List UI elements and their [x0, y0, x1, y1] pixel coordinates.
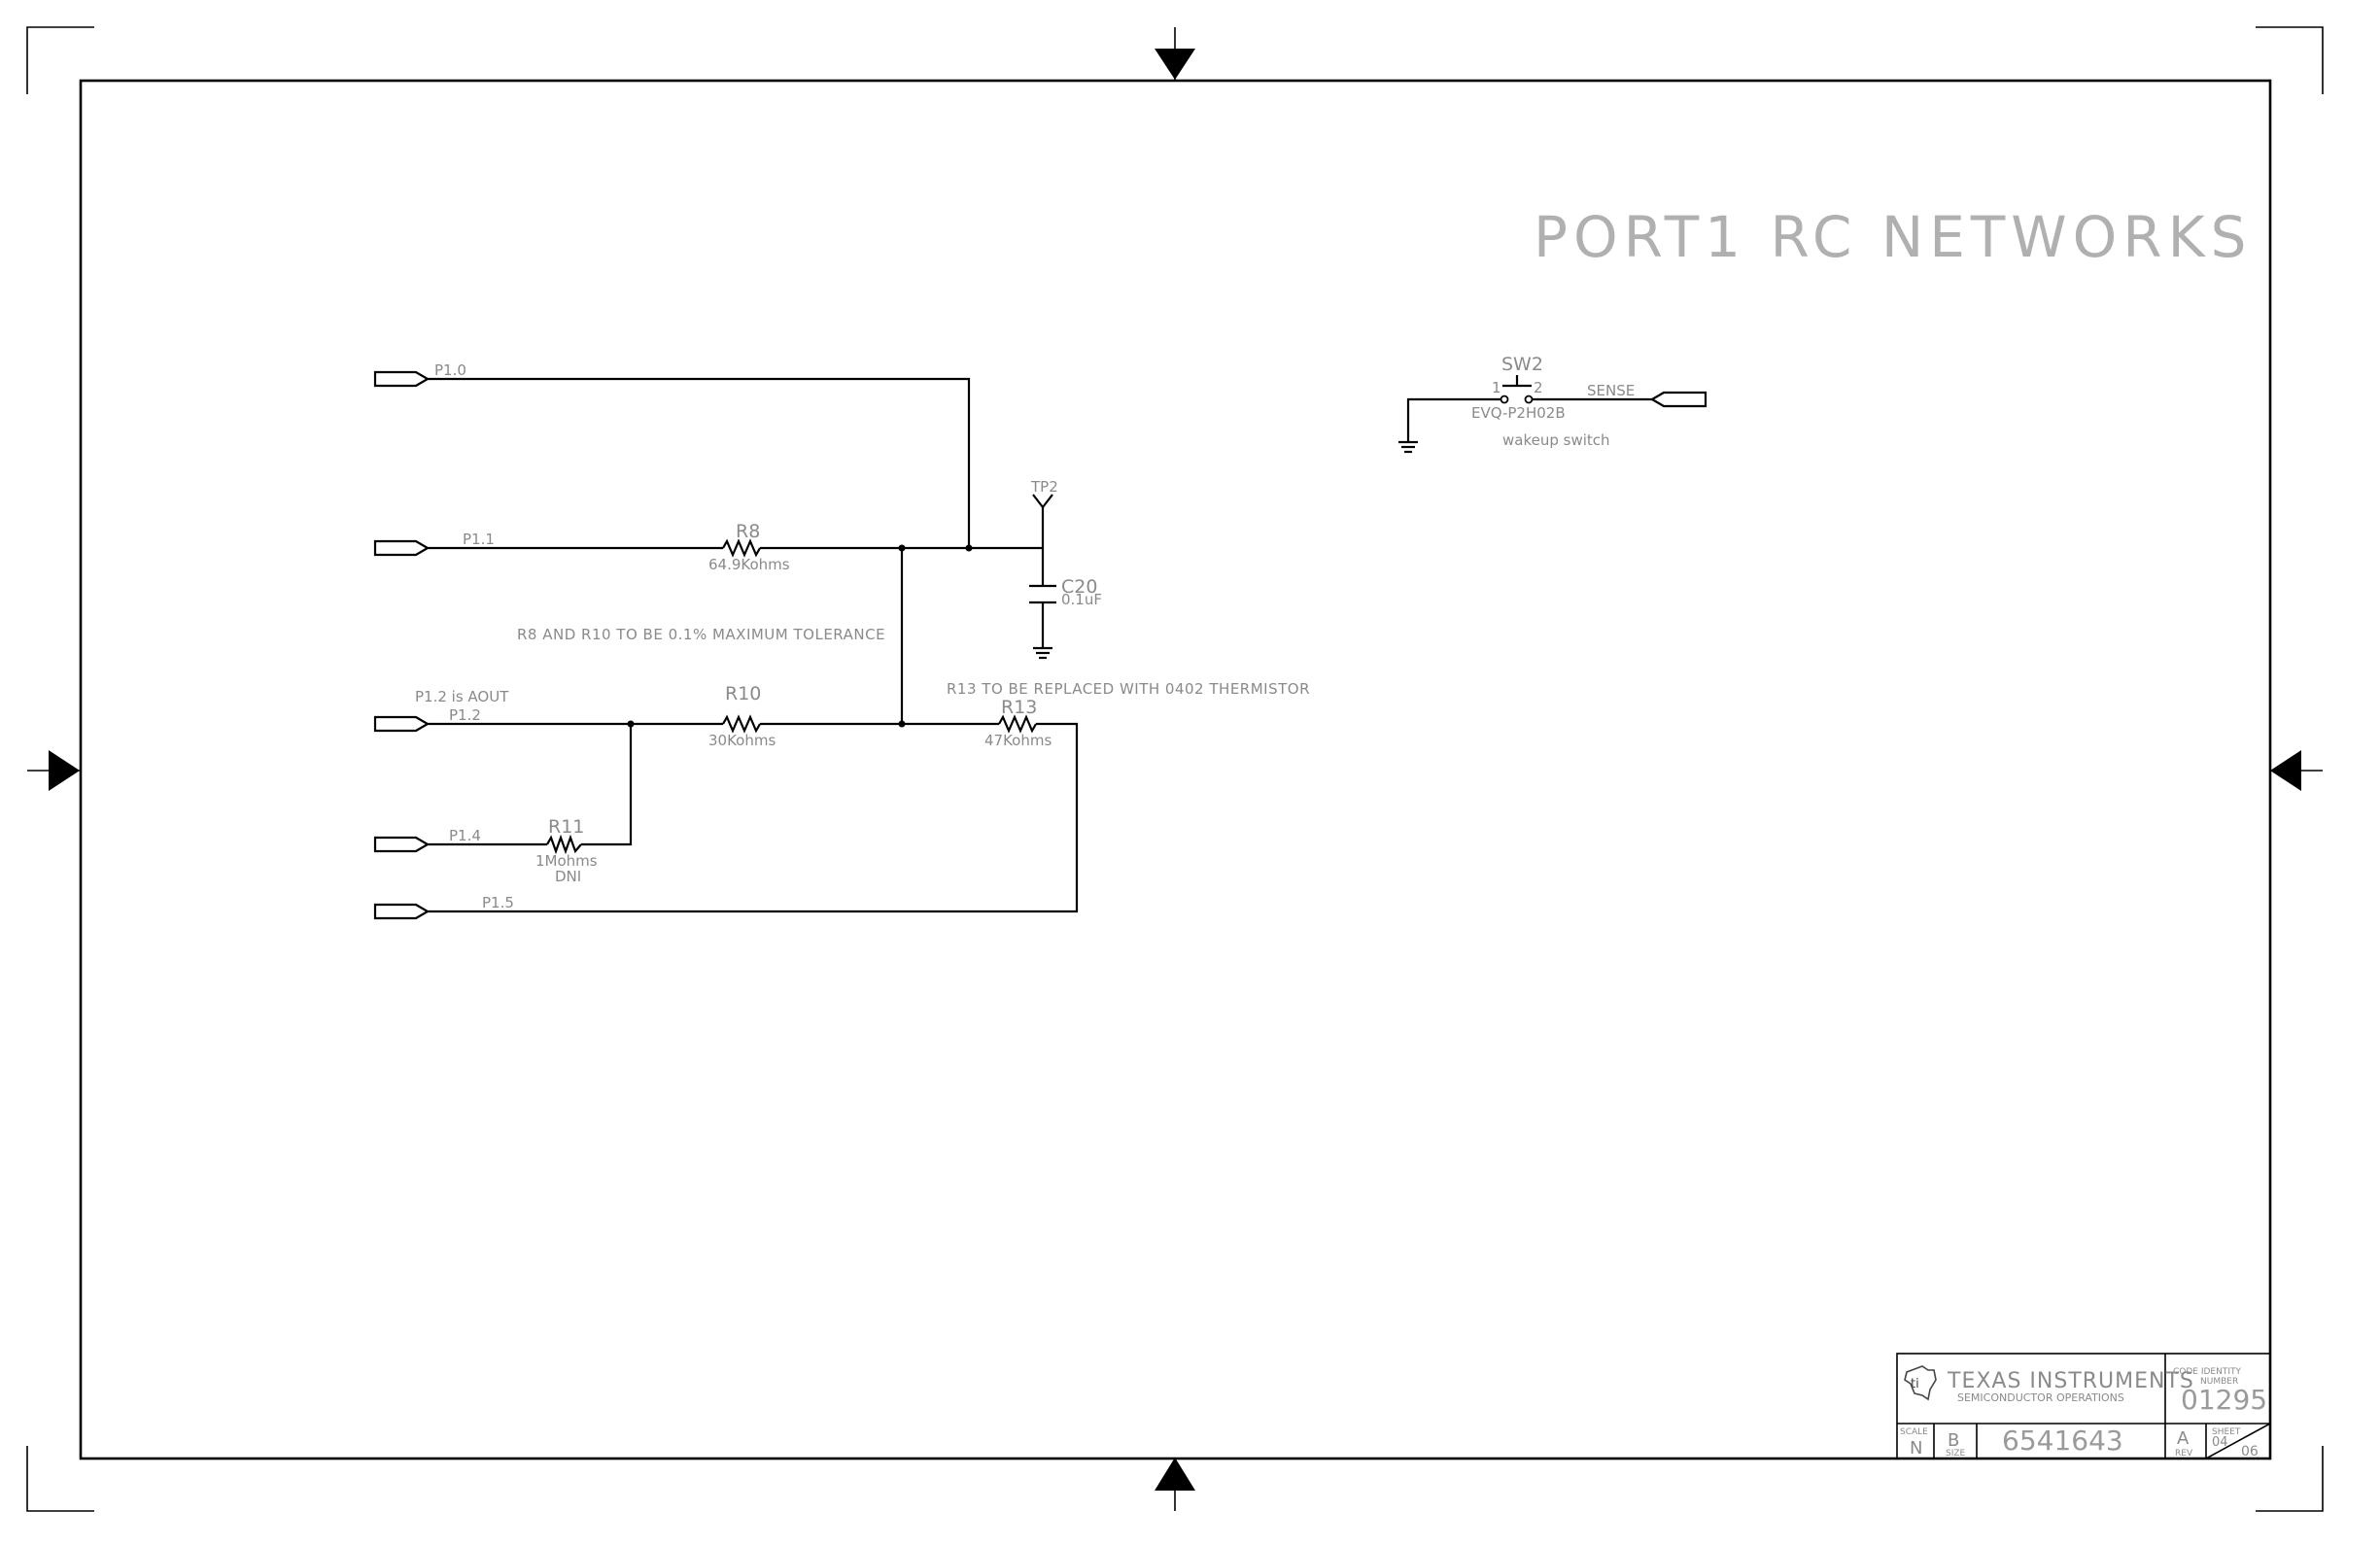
- switch-sw2: SW2 1 2 EVQ-P2H02B wakeup switch: [1398, 354, 1610, 454]
- crop-marks: [26, 26, 2324, 1512]
- port-label-p12: P1.2: [449, 706, 481, 724]
- tb-drawing-number: 6541643: [2002, 1425, 2123, 1457]
- port-connectors: [373, 370, 1707, 920]
- port-label-p10: P1.0: [434, 361, 466, 379]
- sw2-desc: wakeup switch: [1502, 431, 1610, 449]
- r13-value: 47Kohms: [984, 732, 1052, 749]
- port-p15-connector-icon: [373, 903, 431, 920]
- resistor-r10: R10 30Kohms: [708, 683, 776, 749]
- wires: [428, 377, 1652, 913]
- port-label-sense: SENSE: [1587, 382, 1635, 399]
- ti-logo-icon: ti: [1904, 1365, 1937, 1401]
- note-tolerance: R8 AND R10 TO BE 0.1% MAXIMUM TOLERANCE: [517, 626, 885, 643]
- r11-extra: DNI: [555, 868, 581, 885]
- resistor-icon: [546, 834, 582, 855]
- right-center-arrow-icon: [2270, 750, 2301, 791]
- sw2-ref: SW2: [1501, 354, 1543, 375]
- port-p11-connector-icon: [373, 539, 431, 557]
- resistor-r11: R11 1Mohms DNI: [535, 816, 598, 885]
- tb-scale-value: N: [1910, 1438, 1922, 1459]
- tb-code-identity-label: CODE IDENTITY: [2173, 1367, 2241, 1377]
- r8-ref: R8: [736, 521, 760, 542]
- tp2-ref: TP2: [1030, 478, 1058, 496]
- capacitor-c20: C20 0.1uF: [1029, 576, 1102, 660]
- svg-text:ti: ti: [1911, 1377, 1919, 1391]
- r10-ref: R10: [725, 683, 761, 704]
- drawing-border: [79, 79, 2272, 1460]
- c20-value: 0.1uF: [1061, 591, 1102, 608]
- junction-dot: [898, 720, 906, 728]
- testpoint-icon: [1032, 494, 1053, 509]
- port-label-p15: P1.5: [482, 894, 514, 911]
- r13-ref: R13: [1001, 697, 1037, 718]
- tb-number-label: NUMBER: [2200, 1377, 2238, 1387]
- junction-dots: [627, 544, 973, 728]
- resistor-r13: R13 47Kohms: [984, 697, 1052, 749]
- port-label-p14: P1.4: [449, 827, 481, 844]
- r11-value: 1Mohms: [535, 852, 598, 870]
- resistor-icon: [722, 538, 761, 558]
- tb-rev-value: A: [2177, 1428, 2190, 1449]
- port-label-p11: P1.1: [463, 531, 495, 548]
- port-p10-connector-icon: [373, 370, 431, 388]
- centering-arrows: [27, 27, 2323, 1511]
- left-center-arrow-icon: [49, 750, 80, 791]
- tb-scale-label: SCALE: [1900, 1427, 1928, 1437]
- port-p14-connector-icon: [373, 836, 431, 853]
- port-p12-connector-icon: [373, 715, 431, 733]
- top-center-arrow-icon: [1155, 49, 1195, 80]
- r11-ref: R11: [548, 816, 584, 838]
- junction-dot: [898, 544, 906, 552]
- c20-ref: C20: [1061, 576, 1097, 598]
- port-note-p12: P1.2 is AOUT: [415, 688, 509, 705]
- port-sense-connector-icon: [1649, 391, 1707, 408]
- junction-dot: [627, 720, 635, 728]
- tb-sheet-number: 04: [2212, 1435, 2228, 1450]
- tb-sheet-total: 06: [2241, 1444, 2259, 1459]
- resistor-icon: [998, 714, 1037, 734]
- testpoint-tp2: TP2: [1030, 478, 1058, 509]
- r10-value: 30Kohms: [708, 732, 776, 749]
- tb-sheet-label: SHEET: [2212, 1427, 2241, 1437]
- switch-contact: [1524, 395, 1534, 404]
- junction-dot: [965, 544, 973, 552]
- bottom-center-arrow-icon: [1155, 1458, 1195, 1491]
- resistor-icon: [722, 714, 761, 734]
- sw2-pin1: 1: [1492, 379, 1501, 396]
- note-thermistor: R13 TO BE REPLACED WITH 0402 THERMISTOR: [947, 680, 1310, 698]
- tb-company: TEXAS INSTRUMENTS: [1947, 1369, 2194, 1393]
- r8-value: 64.9Kohms: [708, 556, 790, 573]
- tb-division: SEMICONDUCTOR OPERATIONS: [1957, 1391, 2124, 1404]
- tb-size-label: SIZE: [1946, 1449, 1966, 1459]
- tb-size-value: B: [1948, 1430, 1959, 1451]
- title-block: ti TEXAS INSTRUMENTS SEMICONDUCTOR OPERA…: [1896, 1353, 2271, 1459]
- resistor-r8: R8 64.9Kohms: [708, 521, 790, 573]
- tb-code-number: 01295: [2181, 1384, 2267, 1416]
- sw2-pin2: 2: [1534, 379, 1543, 396]
- page-title: PORT1 RC NETWORKS: [1534, 204, 2252, 270]
- switch-contact: [1500, 395, 1509, 404]
- tb-rev-label: REV: [2175, 1449, 2193, 1459]
- sw2-part: EVQ-P2H02B: [1471, 404, 1566, 422]
